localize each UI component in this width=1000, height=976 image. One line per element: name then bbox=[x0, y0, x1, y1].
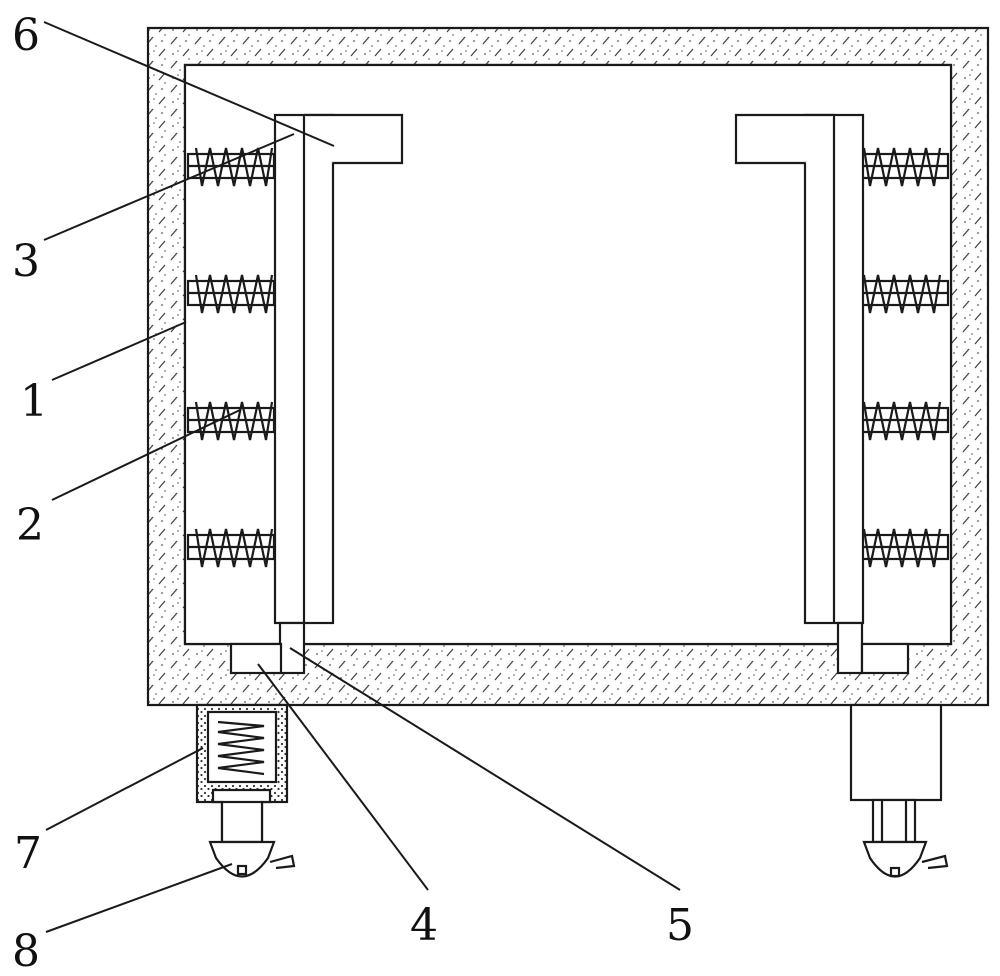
left-clamp-plate bbox=[229, 113, 404, 675]
callout-7: 7 bbox=[14, 828, 42, 879]
leader-lines bbox=[43, 21, 681, 933]
leader-8 bbox=[45, 863, 233, 933]
slide-rail bbox=[860, 642, 910, 675]
leader-3 bbox=[43, 133, 295, 241]
clamp-arm bbox=[734, 113, 834, 165]
callout-1: 1 bbox=[20, 376, 48, 427]
callout-3: 3 bbox=[12, 236, 40, 287]
leader-5 bbox=[289, 647, 681, 891]
clamp-arm bbox=[304, 113, 404, 165]
callout-6: 6 bbox=[12, 10, 40, 61]
right-foot bbox=[849, 703, 949, 878]
caster-stem bbox=[220, 800, 264, 844]
damper-housing bbox=[849, 703, 943, 802]
leader-2 bbox=[51, 409, 241, 501]
slide-rail bbox=[229, 642, 283, 675]
leader-6 bbox=[43, 21, 335, 147]
callout-5: 5 bbox=[666, 900, 694, 951]
right-clamp-plate bbox=[734, 113, 910, 675]
leader-4 bbox=[257, 663, 429, 891]
left-foot bbox=[195, 703, 296, 878]
callout-4: 4 bbox=[410, 900, 438, 951]
slide-block bbox=[836, 621, 864, 675]
caster-wheel bbox=[208, 840, 276, 878]
caster-stem bbox=[871, 798, 917, 844]
leader-7 bbox=[45, 747, 204, 831]
callout-8: 8 bbox=[12, 926, 40, 976]
leader-1 bbox=[51, 321, 187, 381]
slide-block bbox=[278, 621, 306, 675]
callouts: 6 3 1 2 7 8 4 5 bbox=[12, 10, 694, 976]
callout-2: 2 bbox=[16, 500, 44, 551]
